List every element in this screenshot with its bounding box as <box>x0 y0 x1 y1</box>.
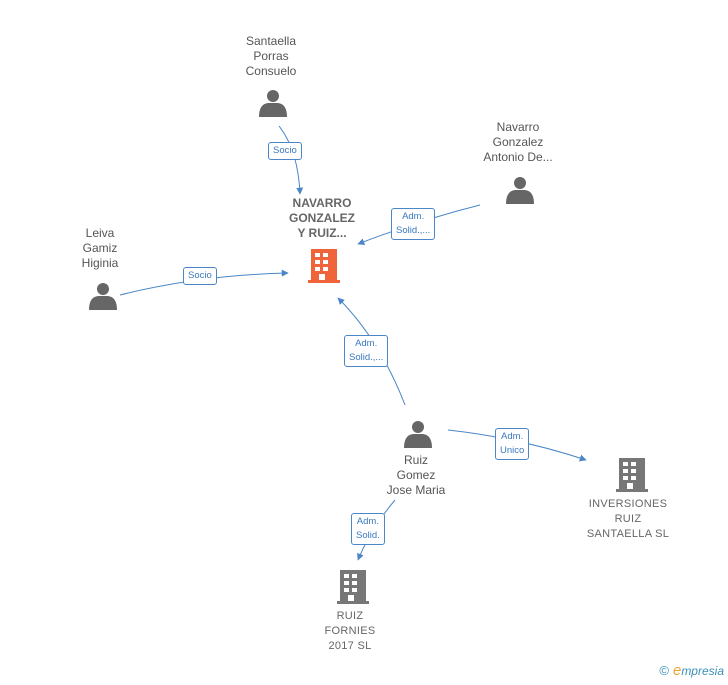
company-building-icon[interactable] <box>337 570 369 604</box>
edge-santaella-to-main <box>278 125 304 195</box>
company-label-ruiz-fornies[interactable]: RUIZ FORNIES 2017 SL <box>324 610 376 652</box>
company-label-inversiones[interactable]: INVERSIONES RUIZ SANTAELLA SL <box>586 498 670 540</box>
person-icon[interactable] <box>404 421 432 448</box>
edge-label-santaella-socio[interactable]: Socio <box>268 142 302 160</box>
edge-label-ruiz-inversiones-adm[interactable]: Adm. Unico <box>495 428 530 460</box>
main-company-building-icon[interactable] <box>308 249 340 283</box>
person-label-santaella[interactable]: Santaella Porras Consuelo <box>245 34 297 78</box>
person-label-ruiz-gomez[interactable]: Ruiz Gomez Jose Maria <box>386 453 446 497</box>
person-label-navarro-antonio[interactable]: Navarro Gonzalez Antonio De... <box>483 120 553 164</box>
person-icon[interactable] <box>89 283 117 310</box>
edge-label-leiva-socio[interactable]: Socio <box>183 267 217 285</box>
edge-label-ruiz-fornies-adm[interactable]: Adm. Solid. <box>351 513 385 545</box>
copyright-icon: © <box>659 663 669 678</box>
person-label-leiva[interactable]: Leiva Gamiz Higinia <box>81 226 119 270</box>
brand-footer[interactable]: ©empresia <box>659 662 724 679</box>
edge-label-ruiz-adm[interactable]: Adm. Solid.,... <box>344 335 389 367</box>
main-company-label[interactable]: NAVARRO GONZALEZ Y RUIZ... <box>289 196 355 240</box>
person-icon[interactable] <box>259 90 287 117</box>
edge-label-navarro-adm[interactable]: Adm. Solid.,... <box>391 208 436 240</box>
company-building-icon[interactable] <box>616 458 648 492</box>
person-icon[interactable] <box>506 177 534 204</box>
brand-logo: empresia <box>672 662 724 679</box>
